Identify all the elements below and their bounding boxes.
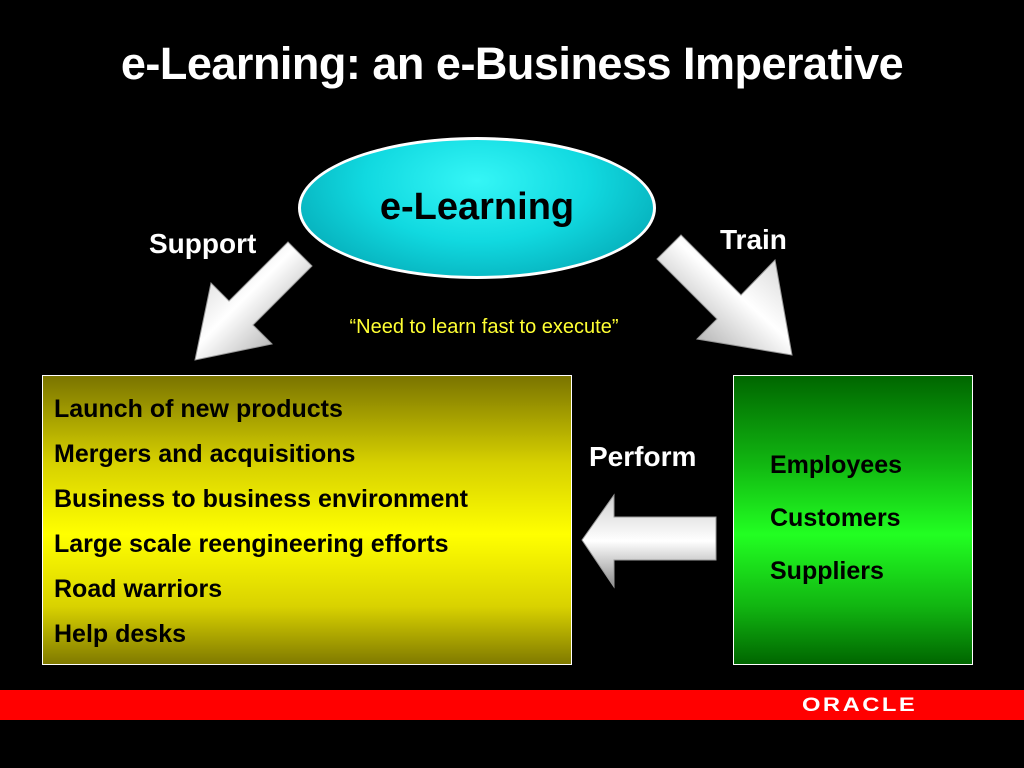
needs-list: Launch of new products Mergers and acqui… [54, 394, 468, 664]
list-item: Help desks [54, 620, 187, 648]
list-item: Road warriors [54, 575, 223, 603]
list-item: Suppliers [770, 557, 884, 585]
slide-title: e-Learning: an e-Business Imperative [120, 38, 904, 89]
e-learning-ellipse [298, 137, 656, 279]
list-item: Mergers and acquisitions [54, 440, 356, 468]
train-label: Train [720, 224, 787, 255]
e-learning-label: e-Learning [379, 186, 575, 228]
oracle-logo: ORACLE [801, 695, 917, 716]
list-item: Large scale reengineering efforts [54, 530, 449, 558]
footer-bar [0, 690, 1024, 720]
audience-list: Employees Customers Suppliers [770, 450, 902, 609]
support-label: Support [149, 228, 257, 259]
list-item: Business to business environment [54, 485, 468, 513]
needs-box [42, 375, 572, 665]
audience-box [733, 375, 973, 665]
list-item: Employees [770, 451, 903, 479]
quote-text: “Need to learn fast to execute” [349, 316, 619, 338]
perform-label: Perform [589, 441, 697, 472]
train-arrow-icon [656, 234, 793, 356]
list-item: Launch of new products [54, 395, 343, 423]
support-arrow-icon [194, 241, 313, 361]
list-item: Customers [770, 504, 901, 532]
perform-arrow-icon [581, 493, 717, 589]
